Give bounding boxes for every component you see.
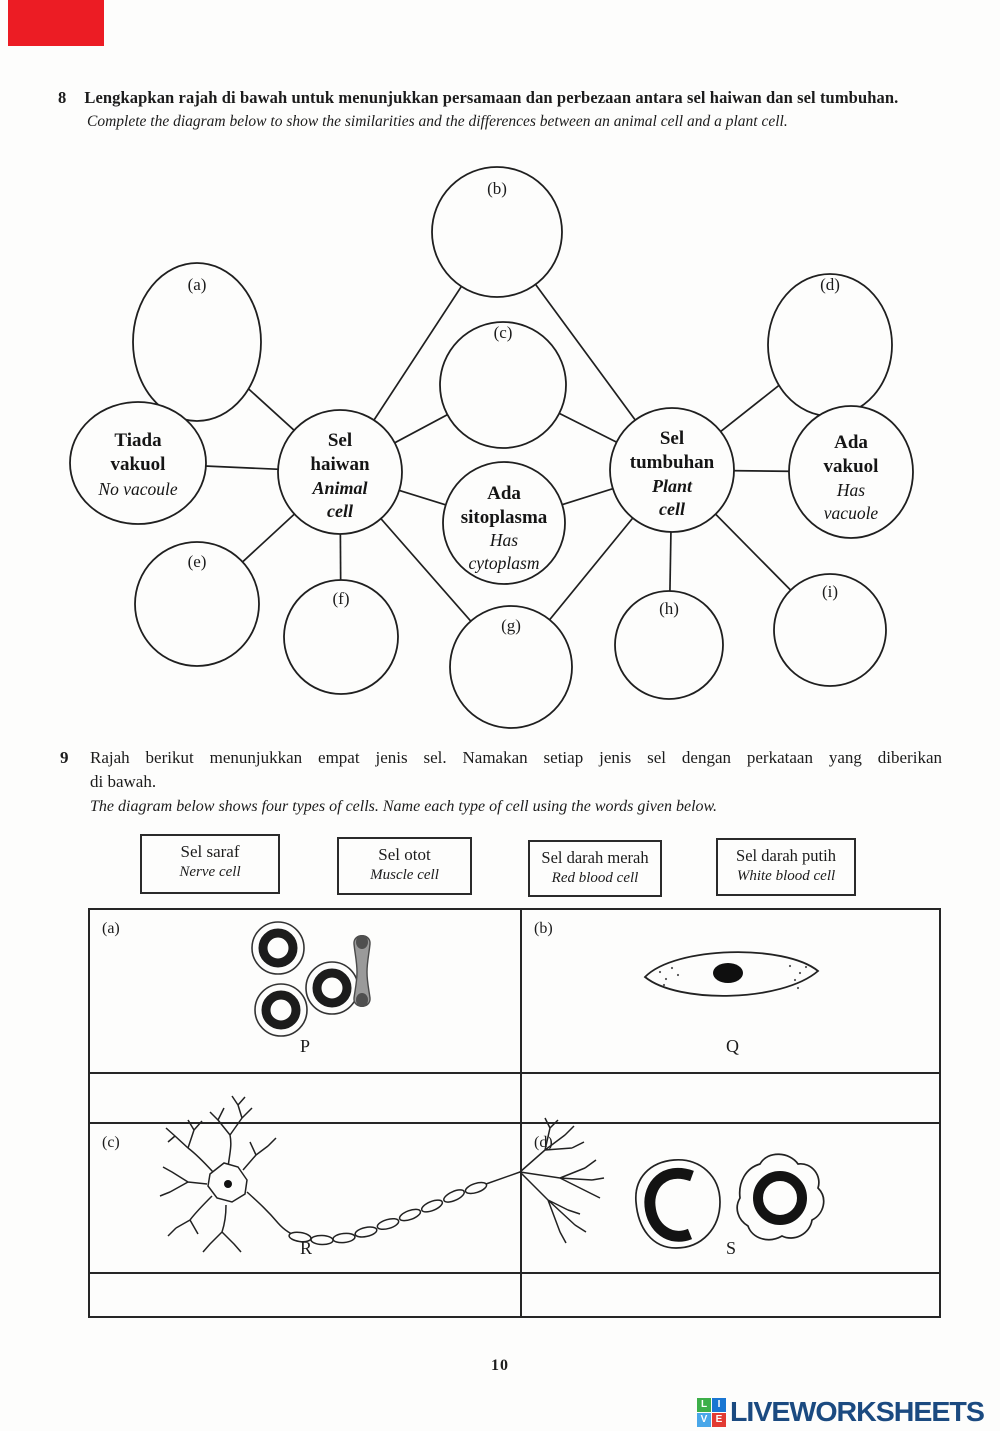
node-has-vacuole-text: Ada vakuol Has vacuole — [824, 432, 879, 523]
node-plant-cell-text: Sel tumbuhan Plant cell — [630, 428, 715, 519]
blank-circle-b[interactable] — [431, 166, 563, 298]
wordbox-red-blood-cell-english: Red blood cell — [551, 870, 639, 886]
cell-a-letter: P — [300, 1036, 311, 1056]
label-c: (c) — [494, 323, 513, 342]
liveworksheets-logo-icon: L I V E — [697, 1398, 727, 1428]
cell-b-letter: Q — [726, 1036, 739, 1056]
node-animal-cell-text: Sel haiwan Animal cell — [310, 430, 370, 521]
question-9-text-malay-line1: Rajah berikut menunjukkan empat jenis se… — [90, 748, 942, 767]
svg-text:cell: cell — [327, 501, 353, 521]
question-9: 9 Rajah berikut menunjukkan empat jenis … — [60, 748, 945, 816]
table-row-divider-3 — [90, 1272, 939, 1274]
q9-cell-drawings — [159, 921, 825, 1253]
red-corner-marker — [8, 0, 104, 46]
node-has-cytoplasm — [442, 461, 566, 585]
blank-circle-f[interactable] — [283, 579, 399, 695]
node-animal-cell — [277, 409, 403, 535]
svg-text:sitoplasma: sitoplasma — [461, 507, 548, 528]
q9-table: (a) (b) (c) (d) P Q R S — [88, 908, 941, 1318]
svg-text:Animal: Animal — [311, 478, 367, 498]
blank-letter-labels: (a) (b) (c) (d) (e) (f) (g) (h) (i) — [188, 179, 840, 635]
wordbox-nerve-cell: Sel saraf Nerve cell — [140, 834, 280, 894]
blank-circle-h[interactable] — [614, 590, 724, 700]
blank-circle-e[interactable] — [134, 541, 260, 667]
muscle-cell-drawing — [643, 951, 820, 997]
label-h: (h) — [659, 599, 679, 618]
label-g: (g) — [501, 616, 521, 635]
table-column-divider — [520, 910, 522, 1316]
svg-text:Ada: Ada — [487, 483, 521, 504]
node-plant-cell — [609, 407, 735, 533]
label-d: (d) — [820, 275, 840, 294]
cell-a-label: (a) — [102, 920, 120, 937]
svg-text:Plant: Plant — [651, 476, 693, 496]
question-8-number: 8 — [58, 88, 67, 107]
wordbox-red-blood-cell: Sel darah merah Red blood cell — [528, 840, 662, 897]
wordbox-white-blood-cell-english: White blood cell — [736, 868, 836, 884]
cell-c-letter: R — [300, 1238, 313, 1258]
wordbox-muscle-cell-english: Muscle cell — [370, 867, 439, 883]
question-8-text-malay: Lengkapkan rajah di bawah untuk menunjuk… — [84, 88, 899, 107]
svg-text:vacuole: vacuole — [824, 503, 879, 523]
wordbox-nerve-cell-malay: Sel saraf — [180, 842, 240, 861]
svg-text:vakuol: vakuol — [111, 454, 166, 475]
node-has-cytoplasm-text: Ada sitoplasma Has cytoplasm — [461, 483, 548, 573]
question-9-text-english: The diagram below shows four types of ce… — [90, 798, 718, 815]
svg-text:Sel: Sel — [328, 430, 352, 451]
blank-circle-d[interactable] — [767, 273, 893, 417]
blank-circle-g[interactable] — [449, 605, 573, 729]
question-8: 8 Lengkapkan rajah di bawah untuk menunj… — [58, 88, 958, 131]
svg-text:cell: cell — [659, 499, 685, 519]
page-number: 10 — [491, 1357, 509, 1374]
wordbox-nerve-cell-english: Nerve cell — [179, 864, 241, 880]
nerve-cell-drawing — [159, 1095, 605, 1253]
wordbox-muscle-cell: Sel otot Muscle cell — [337, 837, 472, 895]
liveworksheets-logo[interactable]: L I V E LIVEWORKSHEETS — [697, 1396, 997, 1430]
liveworksheets-wordmark: LIVEWORKSHEETS — [730, 1396, 985, 1427]
label-i: (i) — [822, 582, 838, 601]
cell-c-label: (c) — [102, 1134, 120, 1151]
node-no-vacuole — [69, 401, 207, 525]
blank-circle-a[interactable] — [132, 262, 262, 422]
rbc-side-view — [353, 935, 371, 1007]
node-no-vacuole-text: Tiada vakuol No vacoule — [97, 430, 177, 499]
wordbox-red-blood-cell-malay: Sel darah merah — [541, 848, 649, 867]
table-row-divider-2 — [90, 1122, 939, 1124]
svg-text:Has: Has — [489, 530, 518, 550]
svg-text:haiwan: haiwan — [310, 454, 370, 475]
svg-text:tumbuhan: tumbuhan — [630, 452, 715, 473]
red-blood-cells-drawing — [251, 921, 371, 1037]
cell-b-label: (b) — [534, 920, 553, 937]
question-8-text-english: Complete the diagram below to show the s… — [87, 113, 788, 130]
node-has-vacuole — [788, 405, 914, 539]
svg-text:No vacoule: No vacoule — [97, 479, 177, 499]
question-9-number: 9 — [60, 748, 69, 767]
svg-text:Ada: Ada — [834, 432, 868, 453]
table-row-divider-1 — [90, 1072, 939, 1074]
white-blood-cells-drawing — [635, 1153, 825, 1249]
svg-text:Tiada: Tiada — [114, 430, 162, 451]
blank-circle-c[interactable] — [439, 321, 567, 449]
question-9-text-malay-line2: di bawah. — [90, 772, 157, 791]
wordbox-muscle-cell-malay: Sel otot — [378, 845, 431, 864]
label-e: (e) — [188, 552, 207, 571]
svg-text:cytoplasm: cytoplasm — [469, 553, 540, 573]
wordbox-white-blood-cell-malay: Sel darah putih — [736, 846, 836, 865]
cell-d-letter: S — [726, 1238, 737, 1258]
label-a: (a) — [188, 275, 207, 294]
logo-square-v: V — [697, 1413, 711, 1427]
label-f: (f) — [333, 589, 350, 608]
logo-square-i: I — [712, 1398, 726, 1412]
logo-square-l: L — [697, 1398, 711, 1412]
blank-circle-i[interactable] — [773, 573, 887, 687]
label-b: (b) — [487, 179, 507, 198]
svg-text:Sel: Sel — [660, 428, 684, 449]
svg-text:vakuol: vakuol — [824, 456, 879, 477]
q8-concept-map: (a) (b) (c) (d) (e) (f) (g) (h) (i) Tiad… — [69, 166, 914, 729]
svg-text:Has: Has — [836, 480, 865, 500]
wordbox-white-blood-cell: Sel darah putih White blood cell — [716, 838, 856, 896]
logo-square-e: E — [712, 1413, 726, 1427]
